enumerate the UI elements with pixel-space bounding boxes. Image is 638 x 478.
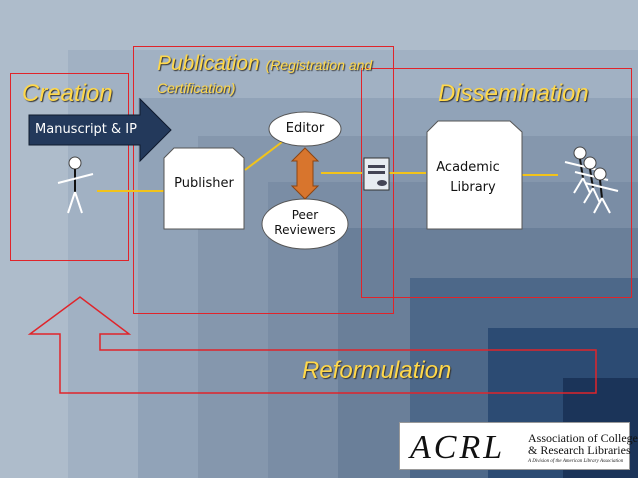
reformulation-heading: Reformulation (302, 357, 452, 384)
publication-note: (Registration and (265, 57, 373, 73)
acrl-logo: ACRL Association of College & Research L… (399, 422, 638, 470)
manuscript-arrow-label: Manuscript & IP (35, 122, 137, 137)
publisher-shape (163, 147, 245, 230)
reformulation-arrow (27, 296, 597, 394)
creation-box (10, 73, 129, 261)
academic-library-shape (426, 120, 523, 230)
dissemination-box (361, 68, 632, 298)
editor-oval (268, 111, 342, 147)
creation-heading: Creation (22, 80, 113, 107)
peer-reviewers-label-line1: Peer (291, 208, 319, 222)
reader-figures (564, 146, 619, 214)
dissemination-heading: Dissemination (438, 80, 589, 107)
publisher-label: Publisher (174, 176, 234, 191)
peer-reviewers-label-line2: Reviewers (274, 223, 336, 237)
acrl-name-line1: Association of College (528, 431, 638, 445)
manuscript-arrow (28, 97, 172, 163)
acrl-name-line2: & Research Libraries (528, 443, 631, 457)
publication-title: Publication (157, 52, 260, 75)
acrl-logo-mark: ACRL (410, 429, 506, 466)
acrl-tagline: A Division of the American Library Assoc… (528, 459, 624, 464)
publication-heading: Publication (Registration and (157, 52, 372, 76)
publication-box (133, 46, 394, 314)
editor-label: Editor (285, 121, 325, 136)
publisher-editor-connector (244, 141, 283, 171)
publication-note-line2: Certification) (157, 80, 236, 96)
double-arrow (290, 147, 320, 200)
academic-library-label-line1: Academic (436, 160, 500, 175)
academic-library-label-line2: Library (450, 180, 496, 195)
author-figure (57, 156, 94, 214)
